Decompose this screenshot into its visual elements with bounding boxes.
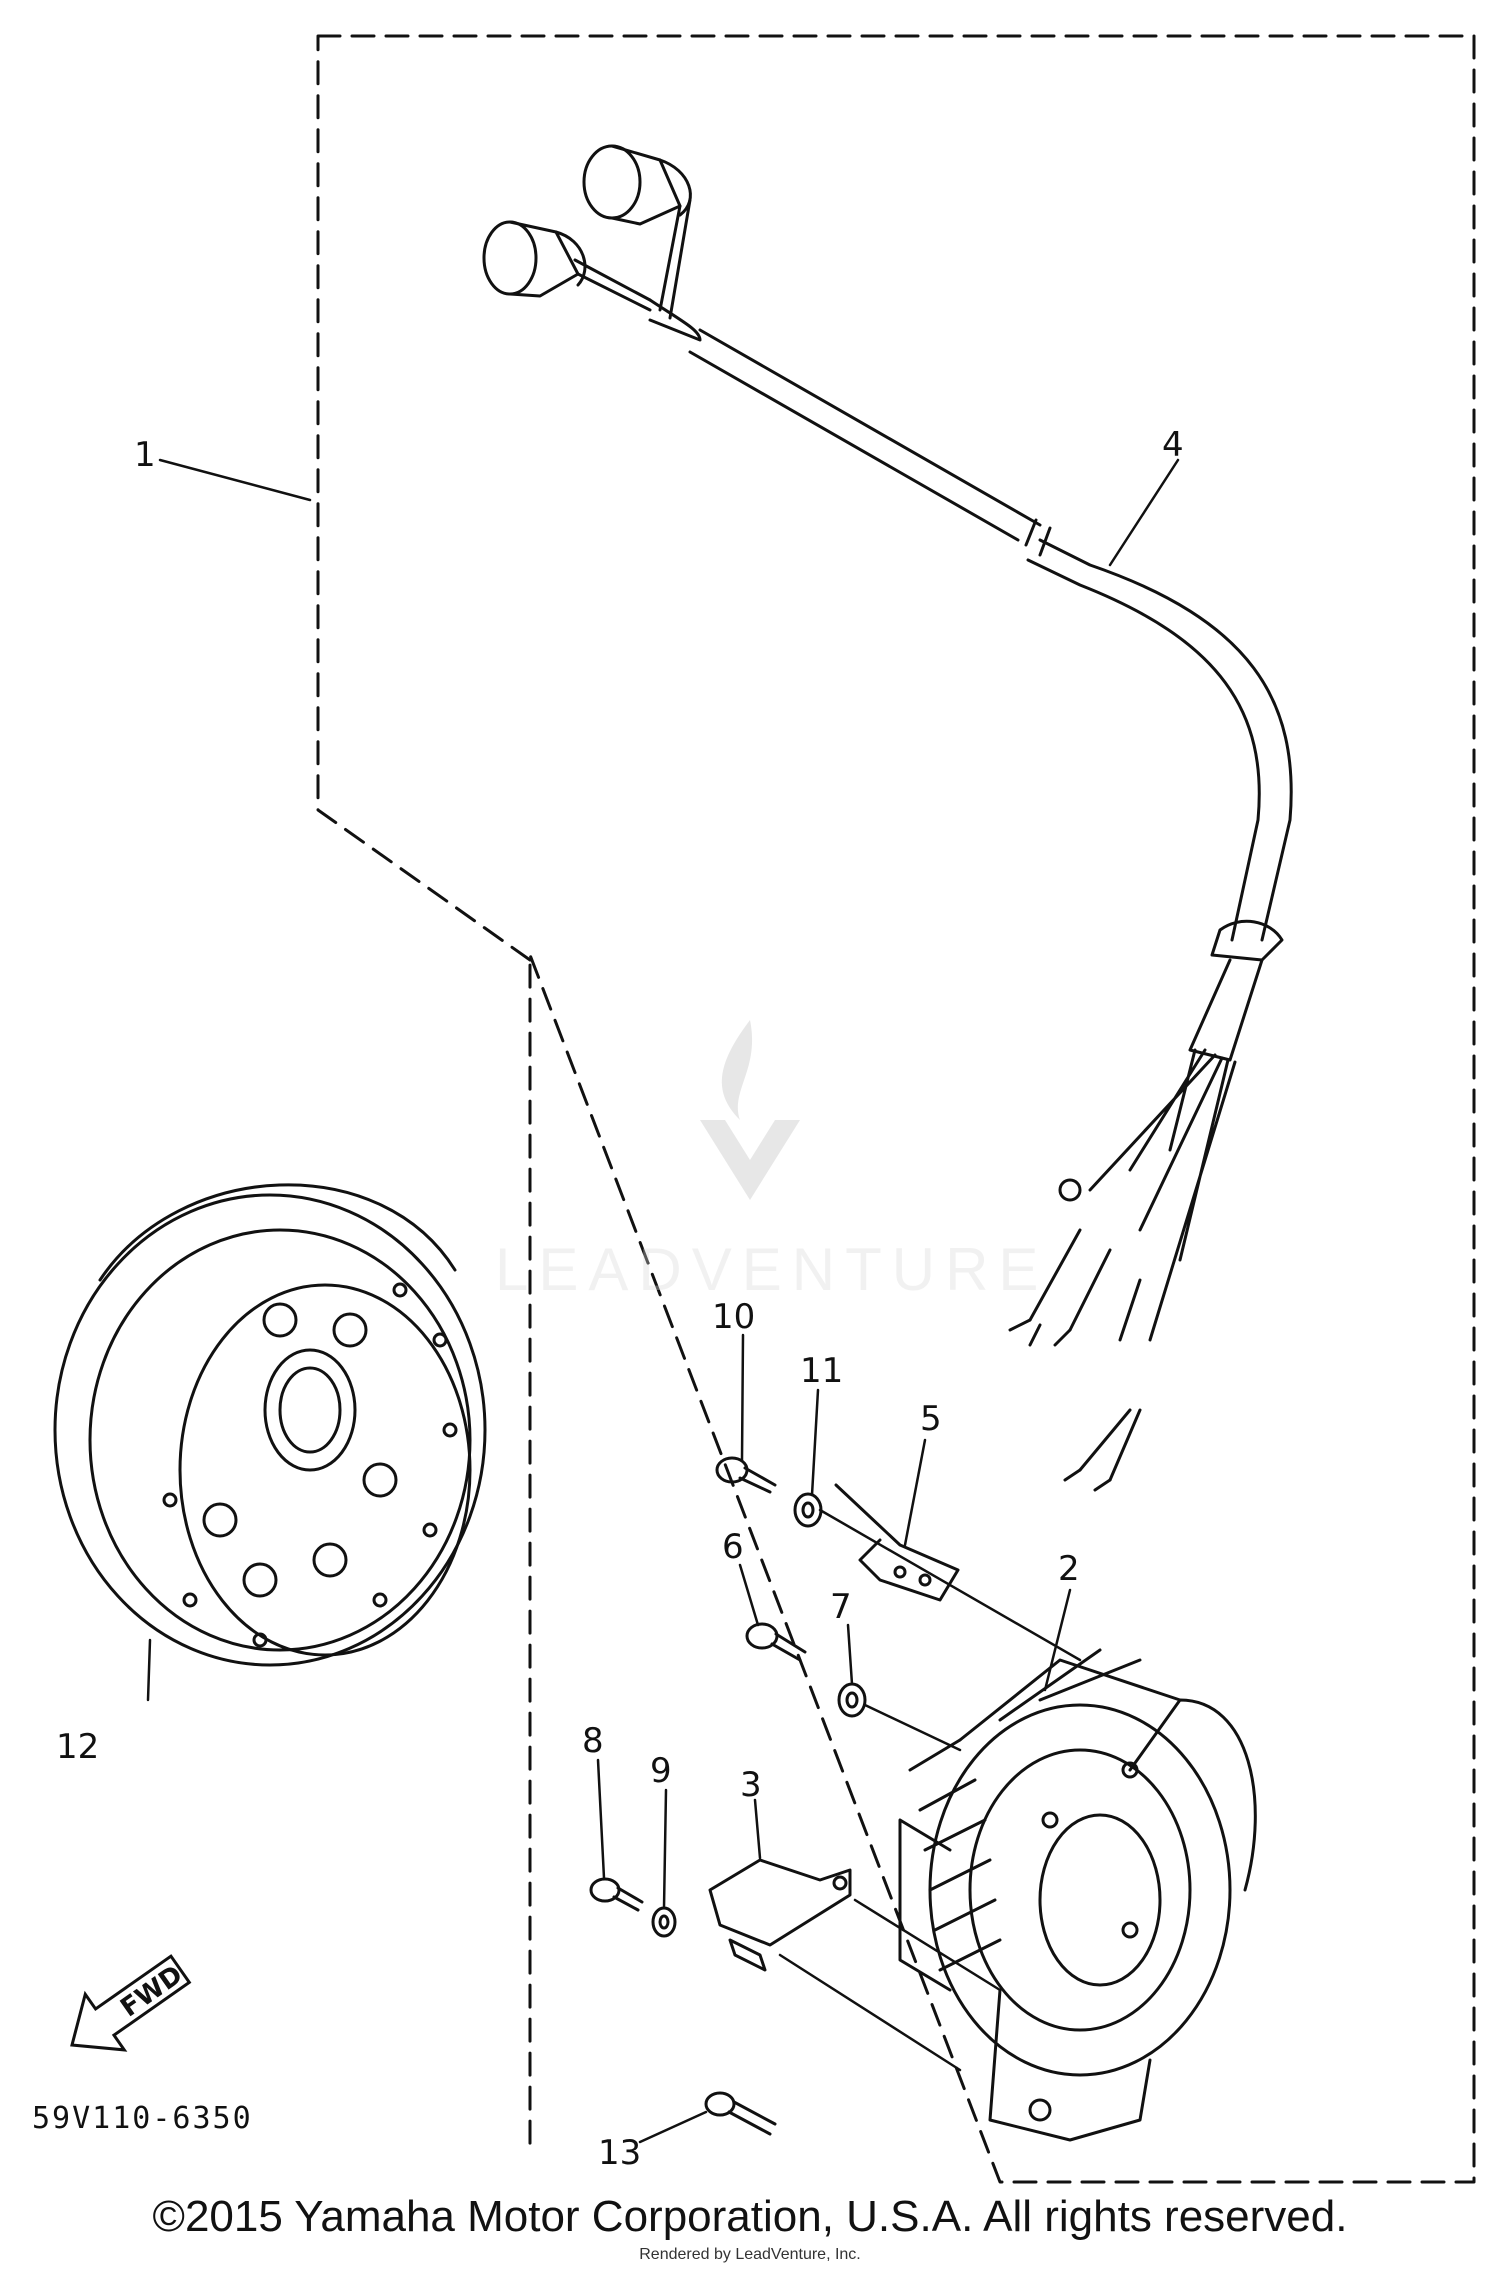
leader-lines xyxy=(146,458,1180,2144)
callout-5: 5 xyxy=(920,1399,942,1439)
rendered-by-notice: Rendered by LeadVenture, Inc. xyxy=(639,2246,861,2263)
callout-11: 11 xyxy=(800,1351,843,1391)
callout-3: 3 xyxy=(740,1765,762,1805)
callout-9: 9 xyxy=(650,1751,672,1791)
assembly-boundary xyxy=(316,34,1476,2184)
flywheel xyxy=(53,1183,487,1667)
wire-harness-cable xyxy=(688,328,1293,1492)
bolt-8 xyxy=(589,1877,644,1912)
callout-12: 12 xyxy=(56,1727,99,1767)
pulser-coil-3 xyxy=(708,1858,852,1972)
stator xyxy=(898,1648,1257,2142)
copyright-notice: ©2015 Yamaha Motor Corporation, U.S.A. A… xyxy=(152,2192,1348,2241)
callout-4: 4 xyxy=(1162,425,1184,465)
washer-11 xyxy=(793,1492,823,1528)
washer-9 xyxy=(651,1906,677,1938)
fwd-arrow-icon: FWD xyxy=(70,1954,192,2052)
callout-8: 8 xyxy=(582,1721,604,1761)
bracket-5 xyxy=(834,1483,960,1602)
callout-6: 6 xyxy=(722,1527,744,1567)
bolt-6 xyxy=(745,1622,807,1662)
harness-connectors xyxy=(482,144,702,342)
callout-2: 2 xyxy=(1058,1549,1080,1589)
bolt-10 xyxy=(715,1456,777,1494)
bolt-13 xyxy=(704,2091,777,2136)
watermark-logo: LEADVENTURE xyxy=(495,1020,1048,1303)
part-code: 59V110-6350 xyxy=(32,2101,253,2136)
callout-1: 1 xyxy=(134,435,156,475)
callout-7: 7 xyxy=(830,1587,852,1627)
callout-10: 10 xyxy=(712,1297,755,1337)
washer-7 xyxy=(837,1682,867,1718)
watermark-text: LEADVENTURE xyxy=(495,1236,1048,1303)
callout-13: 13 xyxy=(598,2133,641,2173)
